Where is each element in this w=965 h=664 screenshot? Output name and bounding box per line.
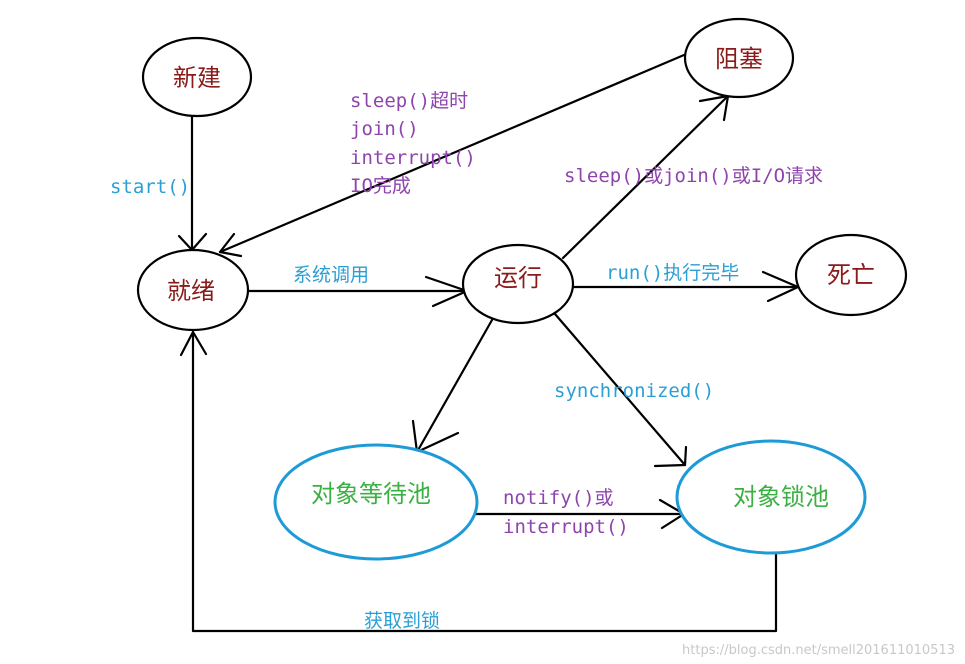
state-wait-pool-label: 对象等待池 (311, 480, 431, 508)
state-dead-node (794, 233, 908, 317)
label-synchronized: synchronized() (554, 380, 714, 402)
label-acquire-lock: 获取到锁 (364, 610, 440, 632)
state-new-label: 新建 (173, 64, 221, 92)
state-blocked-node (683, 17, 795, 99)
state-wait-pool-node (273, 443, 479, 561)
state-lock-pool-label: 对象锁池 (733, 483, 829, 511)
label-blocked-to-ready-4: IO完成 (350, 175, 411, 197)
state-ready-node (136, 248, 250, 332)
label-notify-2: interrupt() (503, 516, 629, 538)
label-blocked-to-ready-2: join() (350, 118, 419, 140)
state-running-node (461, 243, 575, 325)
state-ready-label: 就绪 (167, 277, 215, 305)
state-new-node (141, 36, 253, 118)
label-notify-1: notify()或 (503, 487, 614, 509)
edge-blocked-to-ready (218, 53, 686, 254)
label-to-blocked: sleep()或join()或I/O请求 (564, 165, 823, 187)
arrowhead-blocked-to-ready (218, 232, 243, 258)
label-start: start() (110, 176, 190, 198)
arrowhead-lock-pool-to-ready (179, 330, 208, 357)
edge-running-to-blocked (561, 94, 730, 260)
edge-running-to-wait-pool (415, 318, 494, 454)
label-blocked-to-ready-1: sleep()超时 (350, 90, 468, 112)
label-system-call: 系统调用 (293, 264, 369, 286)
state-lock-pool-node (675, 439, 867, 555)
arrowhead-running-to-lock-pool (653, 445, 688, 468)
state-blocked-label: 阻塞 (715, 45, 763, 73)
label-blocked-to-ready-3: interrupt() (350, 147, 476, 169)
edge-running-to-lock-pool (553, 312, 687, 467)
state-dead-label: 死亡 (827, 261, 875, 289)
edge-lock-pool-to-ready (191, 330, 778, 633)
state-running-label: 运行 (494, 264, 542, 292)
watermark-text: https://blog.csdn.net/smell201611010513 (682, 643, 955, 658)
label-run-done: run()执行完毕 (606, 262, 739, 284)
